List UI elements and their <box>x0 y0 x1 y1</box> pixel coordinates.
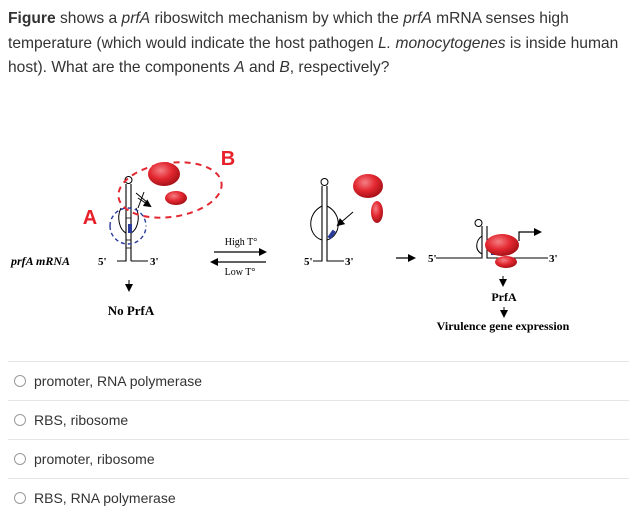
question-gene-name: prfA <box>403 10 432 27</box>
mrna-label: prfA mRNA <box>10 254 70 268</box>
hairpin-loop <box>320 178 329 186</box>
radio-button[interactable] <box>14 492 26 504</box>
option-label: promoter, ribosome <box>34 451 155 467</box>
middle-construct: 5' 3' <box>304 174 383 268</box>
component-a-label: A <box>83 207 97 229</box>
three-prime-label: 3' <box>549 253 558 265</box>
option-1[interactable]: promoter, RNA polymerase <box>8 361 629 400</box>
ribosome-small-subunit <box>371 201 383 223</box>
block-mark <box>135 192 149 204</box>
low-temp-label: Low T° <box>225 267 256 278</box>
radio-button[interactable] <box>14 375 26 387</box>
option-4[interactable]: RBS, RNA polymerase <box>8 478 629 517</box>
question-gene-name: prfA <box>121 10 151 27</box>
question-fragment: is inside human host). What are the comp… <box>8 34 619 77</box>
ribosome-small-subunit <box>495 256 517 268</box>
melted-loop <box>310 205 323 241</box>
question-figure-word: Figure <box>8 10 56 27</box>
high-temp-label: High T° <box>225 237 257 248</box>
component-a-circle <box>109 207 147 227</box>
component-a-circle <box>109 225 147 245</box>
question-fragment: riboswitch mechanism by which the <box>150 10 404 27</box>
answer-options: promoter, RNA polymerase RBS, ribosome p… <box>8 361 629 517</box>
question-fragment: mRNA senses high temperature (which woul… <box>8 10 569 52</box>
radio-button[interactable] <box>14 453 26 465</box>
left-construct: A B prfA mRNA 5' 3' No PrfA <box>10 148 235 318</box>
three-prime-label: 3' <box>150 256 159 268</box>
rbs-marker <box>128 224 132 233</box>
question-component-b: B <box>279 59 290 76</box>
question-fragment: and <box>244 59 280 76</box>
no-prfa-label: No PrfA <box>108 303 155 318</box>
ribosome-large-subunit <box>485 234 519 256</box>
riboswitch-figure: A B prfA mRNA 5' 3' No PrfA High T° Low … <box>0 130 639 350</box>
mrna-strand <box>313 186 323 262</box>
hairpin-loop <box>474 219 483 227</box>
hairpin-bulge <box>130 207 139 234</box>
rbs-marker <box>327 229 336 240</box>
five-prime-label: 5' <box>428 253 437 265</box>
mrna-strand <box>117 184 127 262</box>
question-text: Figure shows a prfA riboswitch mechanism… <box>8 7 628 81</box>
three-prime-label: 3' <box>345 256 354 268</box>
virulence-label: Virulence gene expression <box>437 319 570 333</box>
temperature-switch: High T° Low T° <box>210 237 267 278</box>
five-prime-label: 5' <box>98 256 107 268</box>
mrna-strand <box>326 186 344 262</box>
ribosome-small-subunit <box>165 191 187 205</box>
question-component-a: A <box>234 59 245 76</box>
binding-arrow <box>336 211 354 227</box>
ribosome-large-subunit <box>148 162 180 186</box>
question-species: L. monocytogenes <box>378 34 506 52</box>
hairpin-bulge <box>118 207 127 234</box>
translation-arrow <box>518 228 542 241</box>
option-label: promoter, RNA polymerase <box>34 373 203 389</box>
mrna-strand <box>486 226 548 259</box>
prfa-label: PrfA <box>491 290 517 304</box>
ribosome-large-subunit <box>353 174 383 198</box>
block-mark <box>137 191 145 209</box>
mrna-label-text: prfA mRNA <box>10 254 70 268</box>
question-fragment: shows a <box>55 10 122 27</box>
riboswitch-diagram: A B prfA mRNA 5' 3' No PrfA High T° Low … <box>10 148 570 333</box>
right-construct: 5' 3' PrfA Virulence gene expression <box>428 219 570 333</box>
radio-button[interactable] <box>14 414 26 426</box>
mrna-strand <box>436 226 483 259</box>
five-prime-label: 5' <box>304 256 313 268</box>
option-label: RBS, RNA polymerase <box>34 490 176 506</box>
option-3[interactable]: promoter, ribosome <box>8 439 629 478</box>
binding-arrow <box>137 197 152 208</box>
option-2[interactable]: RBS, ribosome <box>8 400 629 439</box>
option-label: RBS, ribosome <box>34 412 129 428</box>
question-fragment: , respectively? <box>289 59 390 76</box>
component-b-label: B <box>221 148 235 170</box>
melted-loop <box>476 235 483 255</box>
